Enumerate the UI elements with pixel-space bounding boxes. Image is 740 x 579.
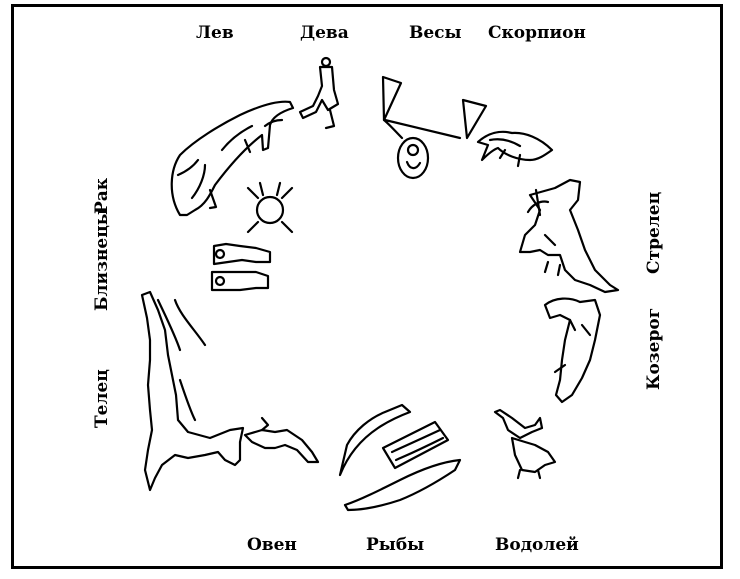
label-aries: Овен [247, 535, 297, 555]
scorpio-figure [476, 130, 554, 168]
gemini-figure [210, 242, 272, 292]
label-pisces: Рыбы [366, 535, 425, 555]
capricorn-figure [543, 297, 602, 404]
pisces-figure [338, 403, 462, 512]
label-leo: Лев [196, 23, 234, 43]
label-aquarius: Водолей [495, 535, 579, 555]
sagittarius-figure [518, 178, 620, 294]
aquarius-figure [493, 408, 557, 480]
cancer-figure [246, 181, 294, 234]
label-virgo: Дева [300, 23, 349, 43]
taurus-figure [140, 290, 245, 492]
label-scorpio: Скорпион [488, 23, 586, 43]
libra-scales-figure [381, 75, 488, 180]
leo-lion-figure [170, 100, 295, 217]
label-libra: Весы [409, 23, 462, 43]
image-frame [11, 4, 723, 569]
aries-figure [243, 416, 320, 464]
virgo-figure [298, 56, 340, 130]
